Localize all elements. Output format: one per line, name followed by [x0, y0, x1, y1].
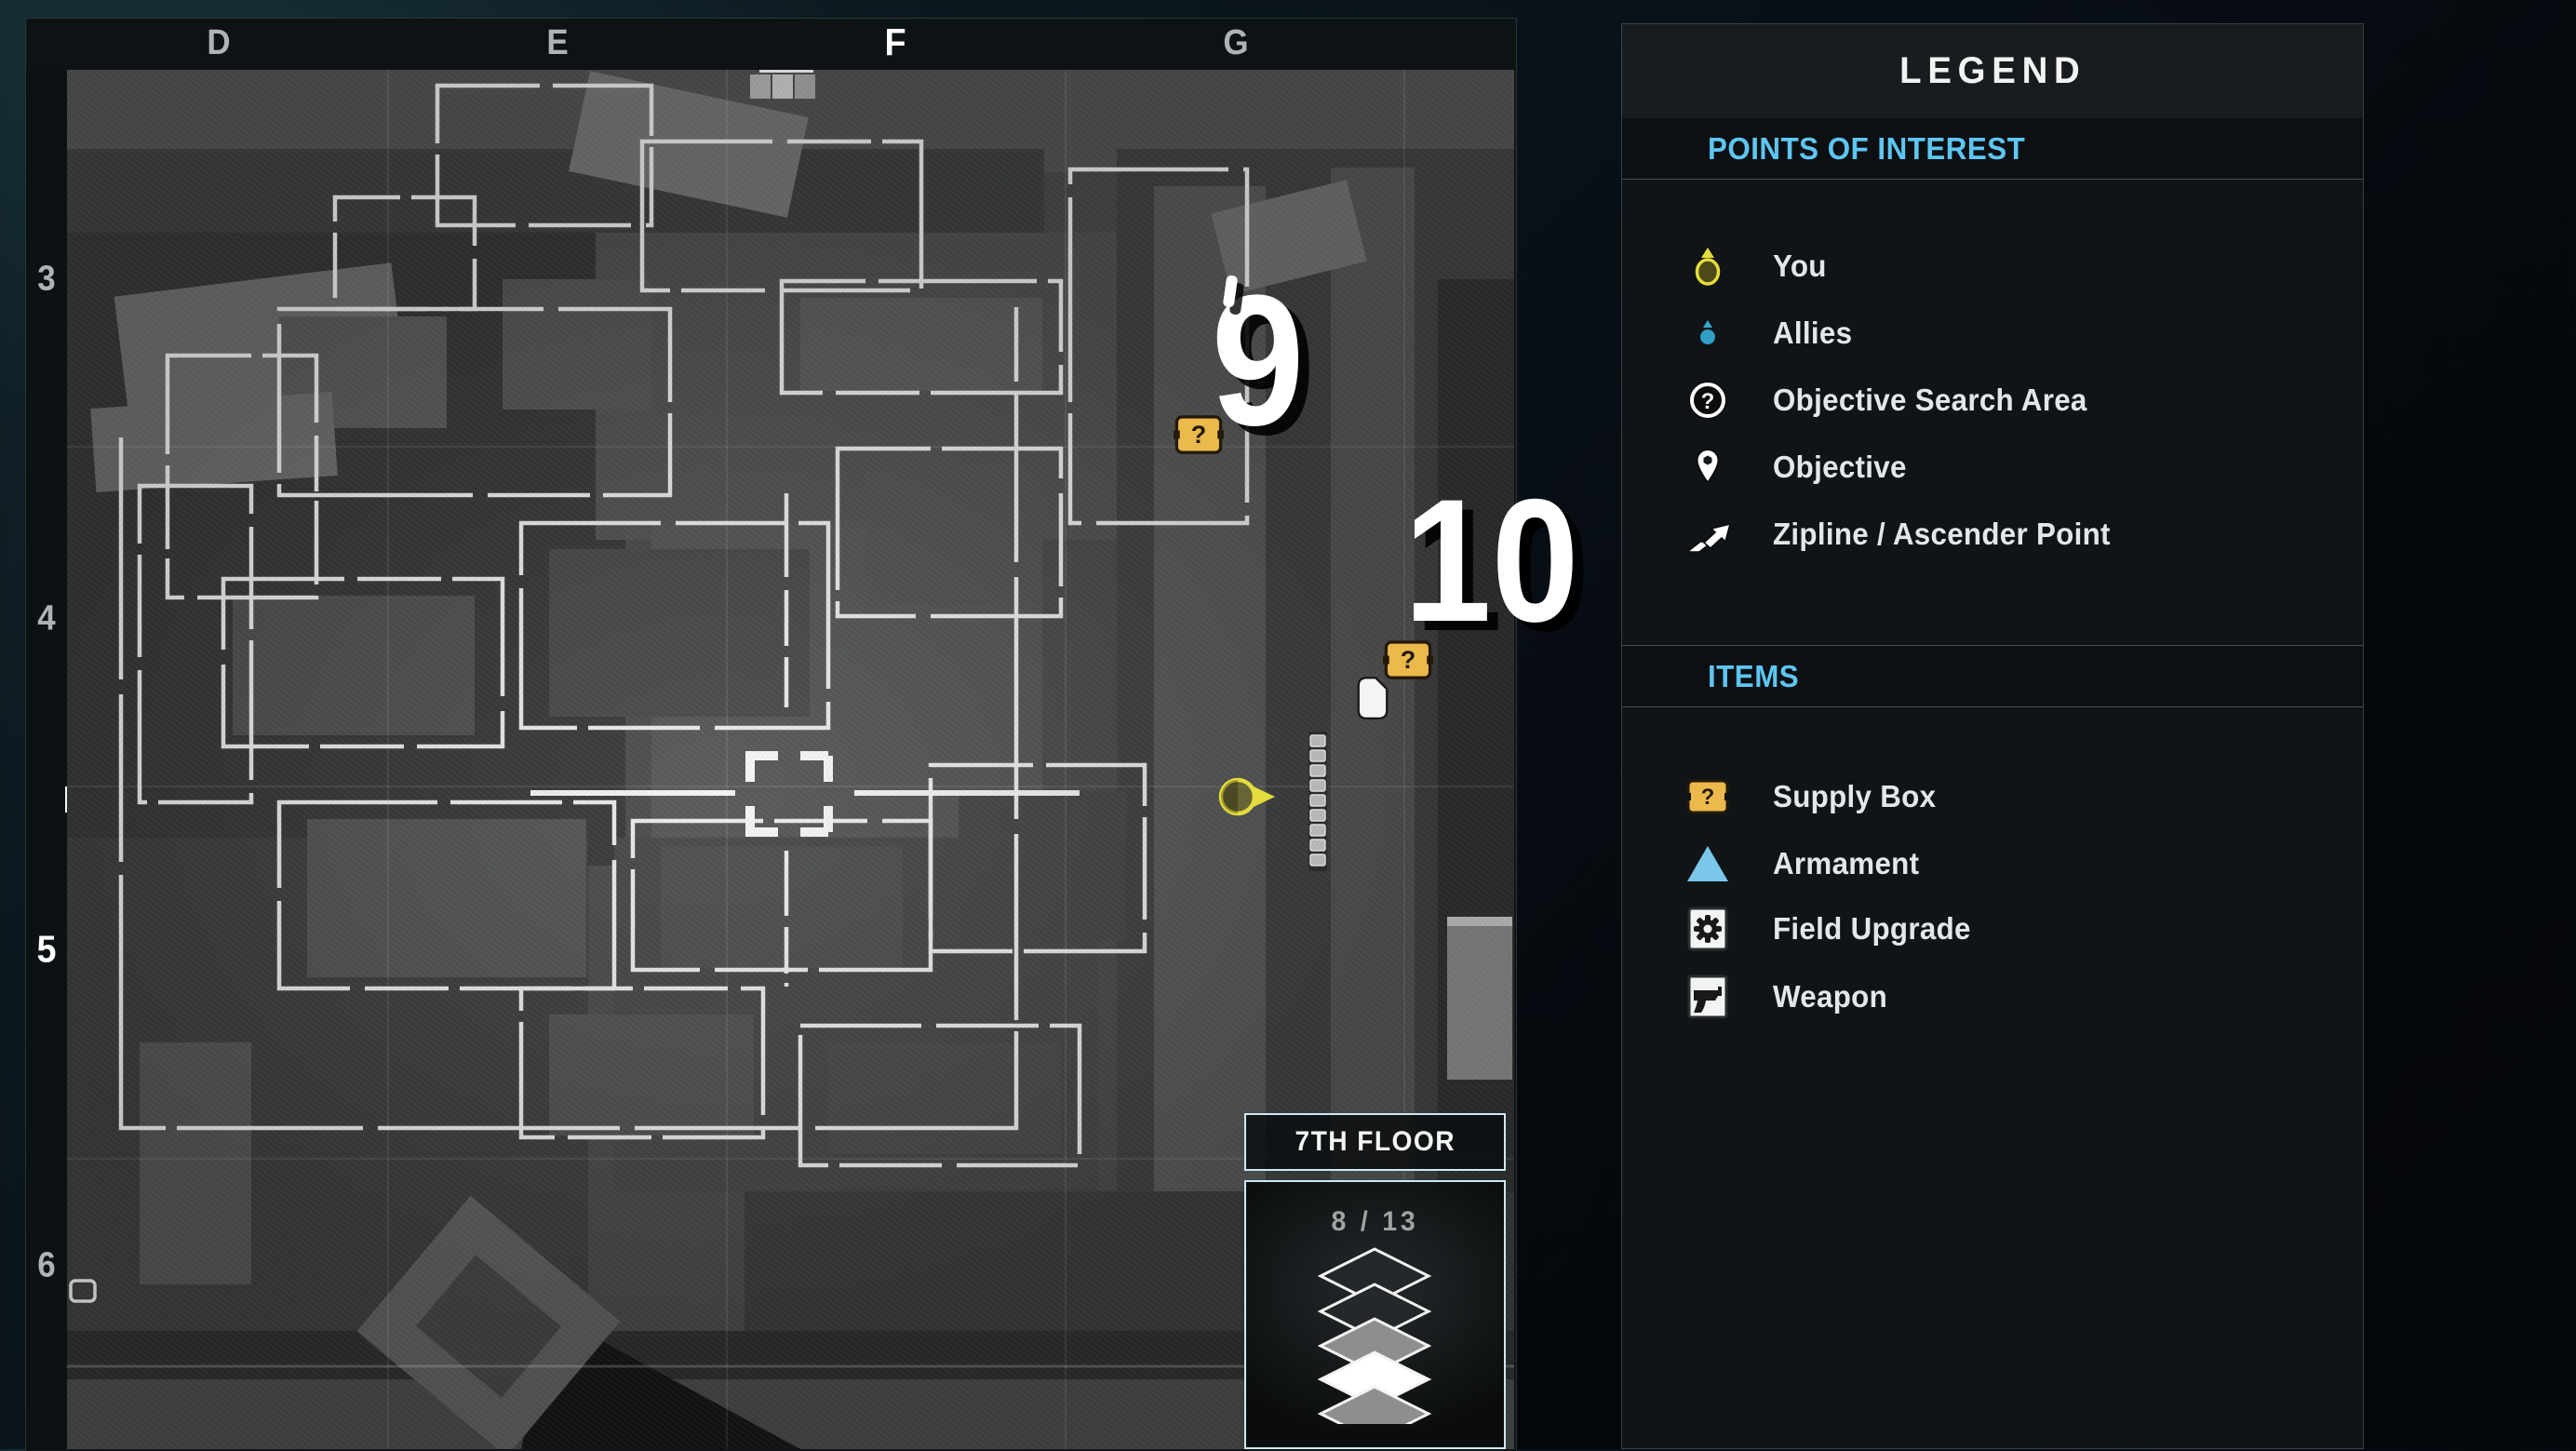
legend-label: Objective [1773, 450, 1907, 484]
legend-label: Weapon [1773, 979, 1888, 1014]
legend-label: Zipline / Ascender Point [1773, 517, 2111, 551]
legend-row-armament: Armament [1622, 834, 2363, 893]
floor-stack-icon [1317, 1247, 1432, 1443]
grid-row-label-5-active: 5 [36, 927, 57, 971]
svg-text:?: ? [1701, 389, 1715, 414]
svg-text:?: ? [1191, 421, 1207, 449]
section-items: ITEMS [1622, 645, 2363, 707]
svg-text:?: ? [1701, 785, 1715, 810]
grid-column-label-f-active: F [884, 20, 906, 64]
objective-search-area-icon: ? [1678, 379, 1737, 422]
top-scale-squares [750, 70, 815, 99]
legend-row-allies: Allies [1622, 303, 2363, 363]
route-number-10: 10 [1403, 463, 1579, 658]
legend-label: Supply Box [1773, 779, 1937, 813]
zipline-ascender-icon [1678, 513, 1737, 556]
supply-box-icon: ? [1174, 415, 1224, 454]
grid-row-label-6: 6 [37, 1245, 56, 1285]
legend-title: LEGEND [1898, 50, 2086, 91]
floor-panel: 7TH FLOOR 8 / 13 [1244, 1113, 1506, 1449]
weapon-icon [1678, 974, 1737, 1019]
grid-column-label-d: D [207, 22, 231, 62]
map-floorplan-art [67, 70, 1514, 1449]
legend-label: You [1773, 249, 1827, 283]
ladder-strip [1308, 732, 1327, 871]
grid-column-label-e: E [546, 22, 569, 62]
supply-box-icon: ? [1383, 640, 1433, 679]
tactical-map[interactable] [67, 70, 1514, 1449]
legend-row-objective: Objective [1622, 437, 2363, 497]
field-upgrade-icon [1678, 907, 1737, 951]
objective-icon [1678, 448, 1737, 487]
legend-header: LEGEND [1622, 24, 2363, 119]
floor-counter: 8 / 13 [1331, 1206, 1419, 1237]
supply-box-marker-1: ? [1174, 412, 1224, 462]
edge-icon [69, 1279, 97, 1303]
floor-title: 7TH FLOOR [1244, 1113, 1506, 1171]
legend-label: Armament [1773, 846, 1920, 880]
supply-box-icon: ? [1678, 777, 1737, 816]
you-icon [1218, 777, 1275, 816]
legend-row-you: You [1622, 236, 2363, 296]
white-tag-icon [1357, 677, 1389, 719]
svg-text:?: ? [1401, 646, 1416, 674]
grid-row-label-3: 3 [37, 259, 56, 299]
section-heading: POINTS OF INTEREST [1708, 130, 2026, 166]
legend-row-objective-search-area: ? Objective Search Area [1622, 370, 2363, 430]
you-icon [1678, 246, 1737, 287]
grid-column-label-g: G [1223, 22, 1249, 62]
legend-label: Allies [1773, 316, 1853, 350]
legend-row-field-upgrade: Field Upgrade [1622, 899, 2363, 959]
grid-column-band: D E F G [28, 19, 1514, 71]
armament-icon [1678, 844, 1737, 883]
supply-box-marker-2: ? [1383, 638, 1433, 687]
floor-title-label: 7TH FLOOR [1295, 1126, 1456, 1157]
grid-row-band: 3 4 5 6 [26, 70, 68, 1449]
section-heading: ITEMS [1708, 658, 1800, 693]
floor-selector[interactable]: 8 / 13 [1244, 1180, 1506, 1449]
legend-label: Field Upgrade [1773, 911, 1971, 946]
player-marker [1215, 774, 1277, 824]
grid-row-label-4: 4 [37, 598, 56, 638]
allies-icon [1678, 319, 1737, 347]
item-marker [1354, 674, 1391, 725]
legend-row-supply-box: ? Supply Box [1622, 767, 2363, 826]
legend-panel: LEGEND POINTS OF INTEREST You Allies ? [1621, 23, 2364, 1449]
legend-row-zipline: Zipline / Ascender Point [1622, 504, 2363, 564]
map-center-crosshair [745, 751, 833, 837]
legend-label: Objective Search Area [1773, 383, 2087, 417]
legend-row-weapon: Weapon [1622, 967, 2363, 1027]
section-points-of-interest: POINTS OF INTEREST [1622, 118, 2363, 180]
